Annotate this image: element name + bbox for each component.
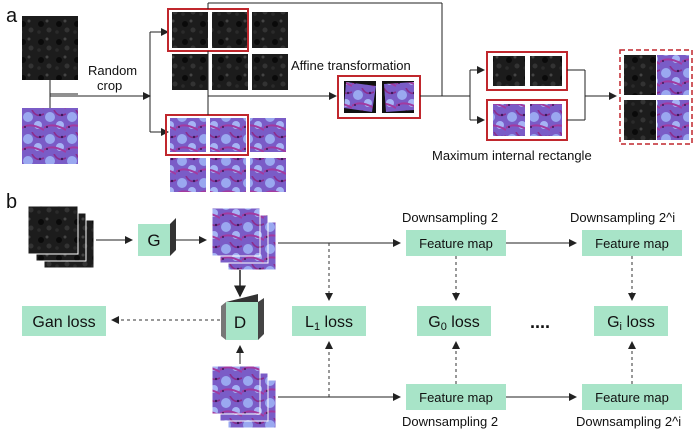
gan-loss-box xyxy=(22,306,106,336)
bottom-feature-map-1-label: Feature map xyxy=(419,390,493,405)
g-label: G xyxy=(147,231,160,250)
random-crop-label-1: Random xyxy=(88,63,137,78)
l1-loss-box xyxy=(292,306,366,336)
panel-b-label: b xyxy=(6,191,17,213)
top-downsampling-2i-label: Downsampling 2^i xyxy=(570,210,675,225)
he-crop-grid xyxy=(170,118,286,192)
ellipsis: .... xyxy=(530,312,550,332)
final-gray-2 xyxy=(624,100,656,140)
final-gray-1 xyxy=(624,55,656,95)
input-gray-stack xyxy=(27,205,95,269)
bottom-feature-map-2-label: Feature map xyxy=(595,390,669,405)
gray-crop-grid xyxy=(172,12,288,90)
gan-loss-label: Gan loss xyxy=(32,314,95,331)
random-crop-label-2: crop xyxy=(97,78,122,93)
l1-loss-label: L1 loss xyxy=(305,314,353,333)
top-feature-map-2-label: Feature map xyxy=(595,236,669,251)
max-rect-he-1 xyxy=(493,104,525,136)
g0-loss-box xyxy=(417,306,491,336)
real-he-stack xyxy=(211,365,277,429)
final-he-2 xyxy=(657,100,689,140)
discriminator-box: D xyxy=(221,294,264,340)
top-feature-map-2 xyxy=(582,230,682,256)
panel-a-label: a xyxy=(6,5,18,27)
bottom-downsampling-2-label: Downsampling 2 xyxy=(402,414,498,429)
affine-label: Affine transformation xyxy=(291,58,411,73)
max-rect-label: Maximum internal rectangle xyxy=(432,148,592,163)
affine-images xyxy=(344,81,414,113)
generated-he-stack xyxy=(211,207,277,271)
final-he-1 xyxy=(657,55,689,95)
d-label: D xyxy=(234,313,246,332)
gi-loss-box xyxy=(594,306,668,336)
he-selection-frame xyxy=(165,114,249,156)
max-rect-gray-1 xyxy=(493,56,525,86)
source-he-image xyxy=(22,108,78,164)
bottom-downsampling-2i-label: Downsampling 2^i xyxy=(576,414,681,429)
source-gray-image xyxy=(22,16,78,80)
g0-loss-label: G0 loss xyxy=(428,314,479,333)
bottom-feature-map-1 xyxy=(406,384,506,410)
generator-box: G xyxy=(138,218,176,256)
top-feature-map-1-label: Feature map xyxy=(419,236,493,251)
top-feature-map-1 xyxy=(406,230,506,256)
bottom-feature-map-2 xyxy=(582,384,682,410)
gi-loss-label: Gi loss xyxy=(607,314,655,333)
top-downsampling-2-label: Downsampling 2 xyxy=(402,210,498,225)
max-rect-gray-2 xyxy=(530,56,562,86)
max-rect-he-2 xyxy=(530,104,562,136)
